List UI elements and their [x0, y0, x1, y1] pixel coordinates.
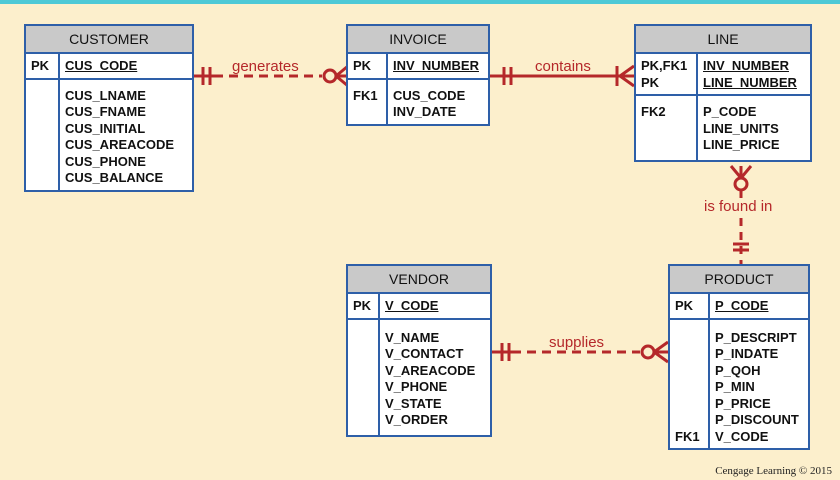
- attribute: V_CODE: [385, 298, 439, 313]
- attributes: CUS_CODE INV_DATE: [388, 80, 469, 124]
- relationship-contains: [490, 64, 635, 88]
- attribute: P_DESCRIPT: [715, 329, 797, 345]
- attribute: P_CODE: [703, 104, 757, 119]
- relationship-label-generates: generates: [232, 58, 299, 75]
- attribute: CUS_INITIAL: [65, 120, 146, 136]
- key-label: PK: [348, 294, 380, 318]
- pk-attributes: INV_NUMBER LINE_NUMBER: [698, 54, 801, 94]
- relationship-label-is-found-in: is found in: [704, 198, 772, 215]
- attribute: V_ORDER: [385, 412, 448, 427]
- attribute: P_PRICE: [715, 395, 771, 411]
- attributes: CUS_LNAME CUS_FNAME CUS_INITIAL CUS_AREA…: [60, 80, 178, 190]
- attribute: CUS_CODE: [393, 87, 466, 103]
- key-label: PK: [670, 294, 710, 318]
- attribute: LINE_PRICE: [703, 137, 780, 152]
- attribute: INV_NUMBER: [703, 58, 789, 73]
- attribute: CUS_PHONE: [65, 153, 146, 169]
- primary-key-section: PK,FK1 PK INV_NUMBER LINE_NUMBER: [636, 54, 810, 96]
- primary-key-section: PK CUS_CODE: [26, 54, 192, 80]
- pk-attributes: P_CODE: [710, 294, 772, 318]
- entity-vendor: VENDOR PK V_CODE V_NAME V_CONTACT V_AREA…: [346, 264, 492, 437]
- attribute: INV_DATE: [393, 104, 457, 119]
- entity-title: INVOICE: [348, 26, 488, 54]
- pk-attributes: V_CODE: [380, 294, 442, 318]
- pk-attributes: CUS_CODE: [60, 54, 141, 78]
- attribute: P_CODE: [715, 298, 769, 313]
- attribute: CUS_LNAME: [65, 87, 146, 103]
- pk-attributes: INV_NUMBER: [388, 54, 483, 78]
- attribute-section: FK1 CUS_CODE INV_DATE: [348, 79, 488, 124]
- attribute: CUS_BALANCE: [65, 170, 164, 185]
- key-label: PK,FK1 PK: [636, 54, 698, 94]
- attribute: CUS_FNAME: [65, 104, 146, 119]
- attribute: V_AREACODE: [385, 362, 476, 378]
- key-label: FK1: [348, 79, 388, 124]
- attribute: V_CONTACT: [385, 346, 464, 361]
- attribute: P_DISCOUNT: [715, 412, 799, 427]
- entity-title: LINE: [636, 26, 810, 54]
- entity-title: PRODUCT: [670, 266, 808, 294]
- attribute-section: FK2 P_CODE LINE_UNITS LINE_PRICE: [636, 96, 810, 160]
- key-label: PK: [348, 54, 388, 78]
- attribute-section: FK1 P_DESCRIPT P_INDATE P_QOH P_MIN P_PR…: [670, 319, 808, 449]
- attribute: P_MIN: [715, 379, 755, 394]
- copyright-notice: Cengage Learning © 2015: [715, 465, 832, 477]
- key-label: FK2: [636, 96, 698, 160]
- relationship-is-found-in: [729, 165, 753, 264]
- attribute: CUS_AREACODE: [65, 137, 175, 152]
- attributes: V_NAME V_CONTACT V_AREACODE V_PHONE V_ST…: [380, 320, 479, 435]
- key-label: [348, 319, 380, 435]
- key-label: PK: [26, 54, 60, 78]
- key-label: FK1: [670, 319, 710, 448]
- attribute: V_NAME: [385, 329, 440, 345]
- attribute: V_CODE: [715, 428, 769, 444]
- entity-title: CUSTOMER: [26, 26, 192, 54]
- attribute: LINE_NUMBER: [703, 74, 797, 90]
- key-label: [26, 79, 60, 190]
- attributes: P_CODE LINE_UNITS LINE_PRICE: [698, 96, 784, 160]
- attribute: P_QOH: [715, 362, 761, 378]
- primary-key-section: PK P_CODE: [670, 294, 808, 320]
- relationship-label-supplies: supplies: [549, 334, 604, 351]
- attribute: CUS_CODE: [65, 58, 138, 73]
- relationship-label-contains: contains: [535, 58, 591, 75]
- attributes: P_DESCRIPT P_INDATE P_QOH P_MIN P_PRICE …: [710, 320, 803, 449]
- attribute: LINE_UNITS: [703, 120, 779, 136]
- primary-key-section: PK INV_NUMBER: [348, 54, 488, 80]
- entity-title: VENDOR: [348, 266, 490, 294]
- attribute: V_STATE: [385, 395, 442, 411]
- attribute: V_PHONE: [385, 379, 448, 394]
- entity-line: LINE PK,FK1 PK INV_NUMBER LINE_NUMBER FK…: [634, 24, 812, 162]
- entity-product: PRODUCT PK P_CODE FK1 P_DESCRIPT P_INDAT…: [668, 264, 810, 450]
- attribute: INV_NUMBER: [393, 58, 479, 73]
- relationship-supplies: [492, 340, 669, 364]
- attribute-section: V_NAME V_CONTACT V_AREACODE V_PHONE V_ST…: [348, 319, 490, 435]
- primary-key-section: PK V_CODE: [348, 294, 490, 320]
- top-accent-bar: [0, 0, 840, 4]
- attribute: P_INDATE: [715, 346, 779, 361]
- entity-customer: CUSTOMER PK CUS_CODE CUS_LNAME CUS_FNAME…: [24, 24, 194, 192]
- attribute-section: CUS_LNAME CUS_FNAME CUS_INITIAL CUS_AREA…: [26, 79, 192, 190]
- entity-invoice: INVOICE PK INV_NUMBER FK1 CUS_CODE INV_D…: [346, 24, 490, 126]
